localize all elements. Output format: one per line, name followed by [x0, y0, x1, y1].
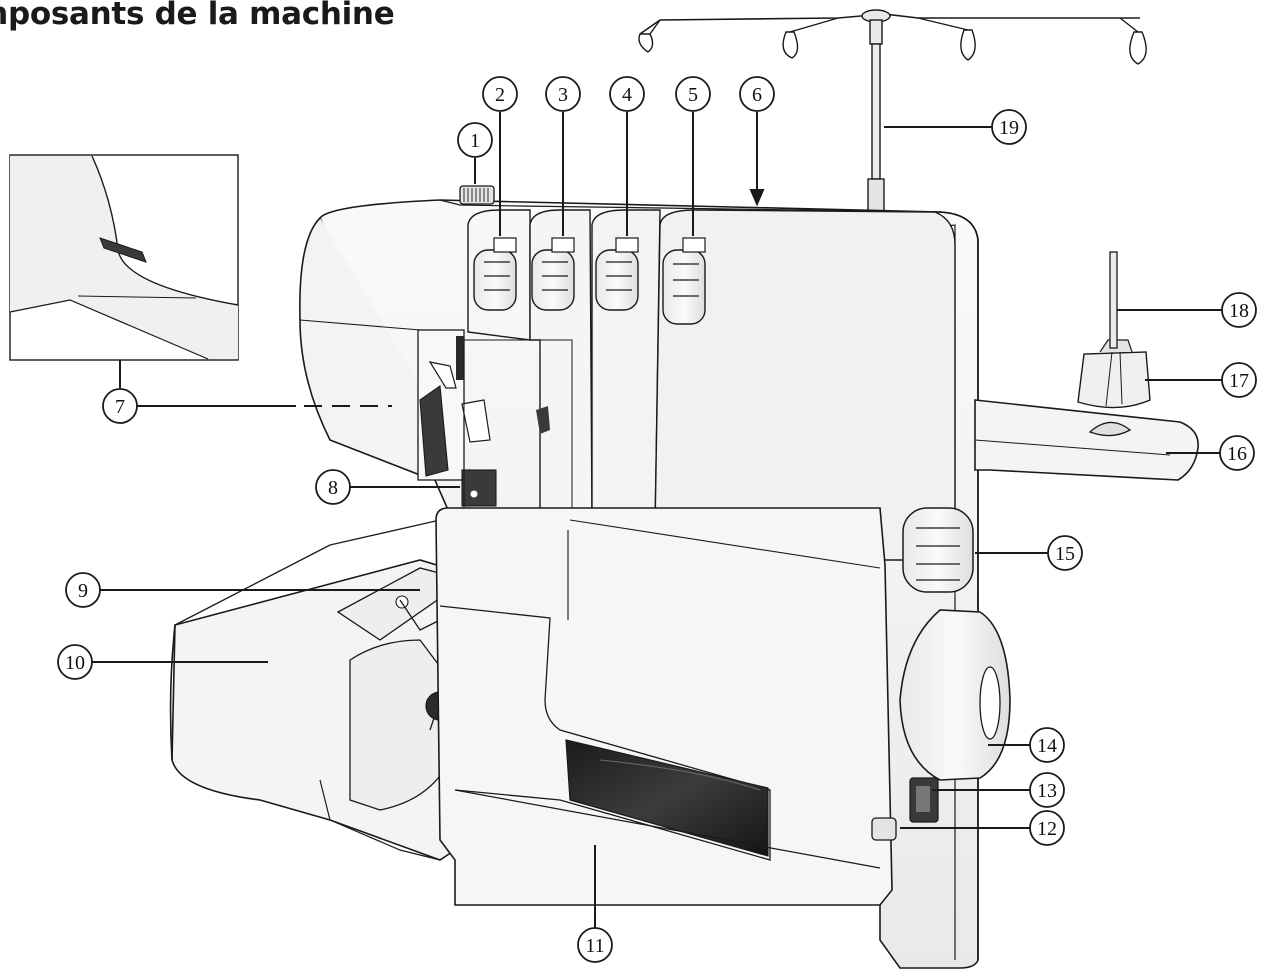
callout-12: 12	[1029, 810, 1065, 846]
callout-1: 1	[457, 122, 493, 158]
power-switch	[909, 777, 939, 823]
page-title: mposants de la machine	[0, 0, 395, 32]
svg-text:19: 19	[999, 117, 1019, 139]
callout-14: 14	[1029, 727, 1065, 763]
callout-9: 9	[65, 572, 101, 608]
callout-18: 18	[1221, 292, 1257, 328]
svg-text:1: 1	[470, 130, 480, 152]
svg-text:8: 8	[328, 477, 338, 499]
callout-17: 17	[1221, 362, 1257, 398]
tension-dial-4	[595, 237, 639, 311]
svg-text:18: 18	[1229, 300, 1249, 322]
tension-dial-2	[473, 237, 517, 311]
svg-text:12: 12	[1037, 818, 1057, 840]
thread-stand	[638, 9, 1147, 212]
leader-lines	[92, 112, 1222, 928]
callout-13: 13	[1029, 772, 1065, 808]
svg-text:17: 17	[1229, 370, 1249, 392]
inset-detail	[9, 154, 239, 361]
svg-text:16: 16	[1227, 443, 1247, 465]
callout-3: 3	[545, 76, 581, 112]
callouts: 1 2 3 4 5 6 7 8 9 10 11 12 13 14 15 16 1…	[57, 76, 1257, 963]
svg-text:2: 2	[495, 84, 505, 106]
svg-text:5: 5	[688, 84, 698, 106]
handwheel	[899, 609, 1011, 781]
callout-16: 16	[1219, 435, 1255, 471]
spool-arm	[974, 251, 1199, 481]
tension-dial-5	[662, 237, 706, 325]
callout-6: 6	[739, 76, 775, 112]
callout-19: 19	[991, 109, 1027, 145]
callout-10: 10	[57, 644, 93, 680]
callout-8: 8	[315, 469, 351, 505]
svg-text:14: 14	[1037, 735, 1057, 757]
svg-text:7: 7	[115, 396, 125, 418]
side-cover	[169, 519, 471, 861]
callout-4: 4	[609, 76, 645, 112]
front-cover	[435, 507, 893, 906]
callout-15: 15	[1047, 535, 1083, 571]
light-switch	[871, 817, 897, 841]
svg-text:13: 13	[1037, 780, 1057, 802]
svg-text:15: 15	[1055, 543, 1075, 565]
svg-text:4: 4	[622, 84, 632, 106]
callout-7: 7	[102, 388, 138, 424]
callout-5: 5	[675, 76, 711, 112]
tension-dial-3	[531, 237, 575, 311]
tension-panels	[467, 209, 956, 561]
svg-text:11: 11	[585, 935, 604, 957]
svg-text:3: 3	[558, 84, 568, 106]
svg-text:6: 6	[752, 84, 762, 106]
stitch-length-knob	[459, 185, 495, 205]
callout-2: 2	[482, 76, 518, 112]
callout-11: 11	[577, 927, 613, 963]
svg-text:9: 9	[78, 580, 88, 602]
stitch-width-dial	[902, 507, 974, 593]
svg-text:10: 10	[65, 652, 85, 674]
